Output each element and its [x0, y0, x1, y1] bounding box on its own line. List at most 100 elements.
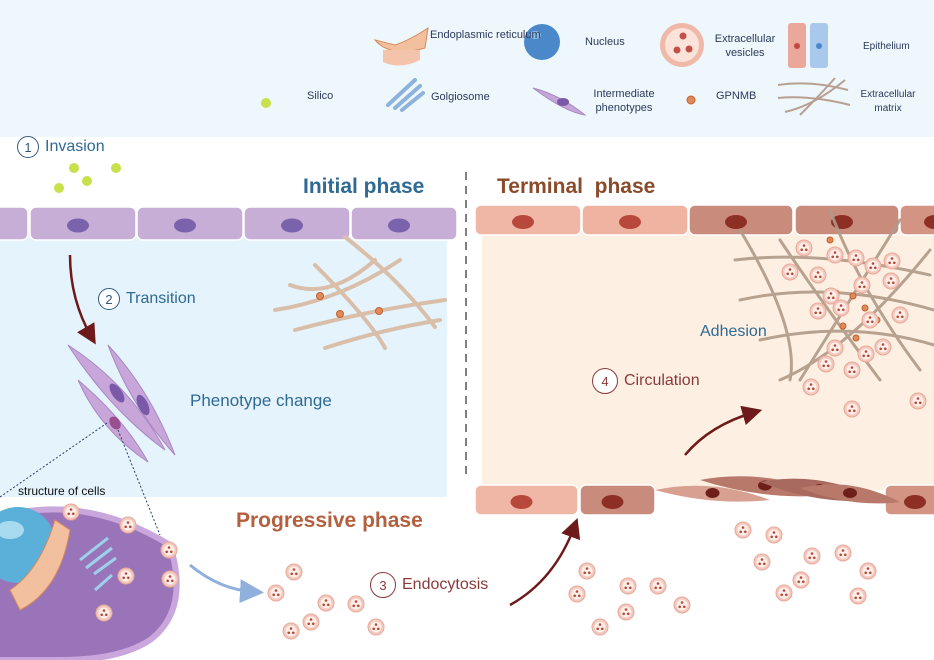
phenotype-change-label: Phenotype change	[190, 391, 332, 410]
zoom-lines	[0, 422, 161, 536]
extracellular-vesicle	[883, 252, 901, 270]
extracellular-vesicle	[673, 596, 691, 614]
extracellular-vesicle	[817, 355, 835, 373]
legend-panel	[0, 0, 934, 137]
step-number: 3	[370, 572, 396, 598]
extracellular-vesicle	[809, 266, 827, 284]
extracellular-vesicle	[161, 570, 179, 588]
extracellular-vesicle	[578, 562, 596, 580]
epithelial-cell	[243, 206, 351, 241]
step-label: Endocytosis	[402, 576, 489, 593]
silico-icon	[261, 98, 271, 108]
arrow-endocytosis	[509, 517, 581, 607]
progressive-phase-title: Progressive phase	[236, 509, 423, 532]
extracellular-vesicle	[849, 587, 867, 605]
gpnmb-icon	[686, 95, 696, 105]
gpnmb-dot	[861, 304, 869, 312]
initial-phase-panel	[0, 225, 447, 497]
nucleus-icon	[524, 24, 560, 60]
extracellular-vesicle	[864, 257, 882, 275]
epithelial-cell	[0, 206, 29, 241]
extracellular-vesicle	[753, 553, 771, 571]
spindle-cell	[655, 485, 770, 502]
epithelial-cell	[899, 204, 934, 236]
gpnmb-dot	[826, 236, 834, 244]
extracellular-vesicle	[282, 622, 300, 640]
extracellular-vesicle	[909, 392, 927, 410]
terminal-phase-title: Terminal phase	[497, 175, 656, 198]
epithelial-cell	[579, 484, 656, 516]
extracellular-vesicle	[367, 618, 385, 636]
extracellular-vesicle	[95, 604, 113, 622]
intermediate-phenotype-cells	[67, 344, 176, 463]
arrow-to-vesicles	[189, 563, 264, 604]
step-label: Invasion	[45, 138, 105, 155]
extracellular-vesicle	[792, 571, 810, 589]
legend-extracellular-vesicles: Extracellular vesicles	[714, 33, 776, 59]
extracellular-vesicle	[853, 276, 871, 294]
arrow-invasion-to-transition	[68, 254, 96, 345]
extracellular-vesicle	[619, 577, 637, 595]
legend-epithelium: Epithelium	[863, 41, 910, 52]
legend-silico: Silico	[307, 90, 334, 102]
step-number: 1	[17, 136, 39, 158]
structure-of-cells-label: structure of cells	[18, 484, 106, 498]
extracellular-vesicle	[809, 302, 827, 320]
extracellular-vesicle	[803, 547, 821, 565]
step-transition: 2 Transition	[98, 288, 196, 310]
intermediate-phenotype-icon	[532, 87, 587, 116]
extracellular-vesicle	[826, 246, 844, 264]
extracellular-vesicle	[267, 584, 285, 602]
extracellular-vesicle	[891, 306, 909, 324]
extracellular-vesicle	[775, 584, 793, 602]
extracellular-vesicle	[591, 618, 609, 636]
extracellular-vesicle	[617, 603, 635, 621]
extracellular-vesicle	[859, 562, 877, 580]
extracellular-vesicles-group	[62, 239, 927, 640]
extracellular-vesicle	[843, 400, 861, 418]
spindle-cell	[800, 484, 900, 504]
extracellular-vesicle	[795, 239, 813, 257]
extracellular-vesicle	[822, 287, 840, 305]
extracellular-vesicle	[882, 272, 900, 290]
gpnmb-dot	[849, 292, 857, 300]
legend-endoplasmic-reticulum: Endoplasmic reticulum	[430, 29, 541, 41]
step-number: 2	[98, 288, 120, 310]
extracellular-matrix-initial	[273, 235, 447, 350]
step-endocytosis: 3 Endocytosis	[370, 572, 488, 598]
extracellular-vesicle	[568, 585, 586, 603]
legend-nucleus: Nucleus	[585, 36, 625, 48]
extracellular-matrix-terminal	[733, 208, 934, 382]
epithelial-cell	[350, 206, 458, 241]
epithelial-cell	[474, 204, 582, 236]
extracellular-vesicle	[826, 339, 844, 357]
extracellular-vesicle	[317, 594, 335, 612]
epithelial-cell	[581, 204, 689, 236]
epithelium-initial-row	[0, 206, 458, 241]
extracellular-vesicle	[832, 299, 850, 317]
extracellular-vesicle	[117, 567, 135, 585]
extracellular-matrix-icon	[777, 77, 851, 116]
extracellular-vesicle	[781, 263, 799, 281]
legend-golgiosome: Golgiosome	[431, 91, 490, 103]
extracellular-vesicle	[843, 361, 861, 379]
legend-extracellular-matrix: Extracellular matrix	[860, 89, 916, 114]
epithelium-terminal-row	[474, 204, 934, 236]
step-label: Transition	[126, 290, 196, 307]
extracellular-vesicle	[857, 345, 875, 363]
extracellular-vesicle	[847, 249, 865, 267]
cell-structure-illustration	[0, 506, 180, 660]
extracellular-vesicle	[285, 563, 303, 581]
extracellular-vesicle	[302, 613, 320, 631]
extracellular-vesicle-icon	[660, 23, 704, 67]
epithelium-icon	[788, 23, 828, 68]
extracellular-vesicle	[834, 544, 852, 562]
step-number: 4	[592, 368, 618, 394]
step-label: Circulation	[624, 372, 700, 389]
silico-particles	[54, 163, 121, 193]
epithelial-cell	[29, 206, 137, 241]
extracellular-vesicle	[119, 516, 137, 534]
arrow-circulation	[684, 405, 763, 456]
extracellular-vesicle	[734, 521, 752, 539]
